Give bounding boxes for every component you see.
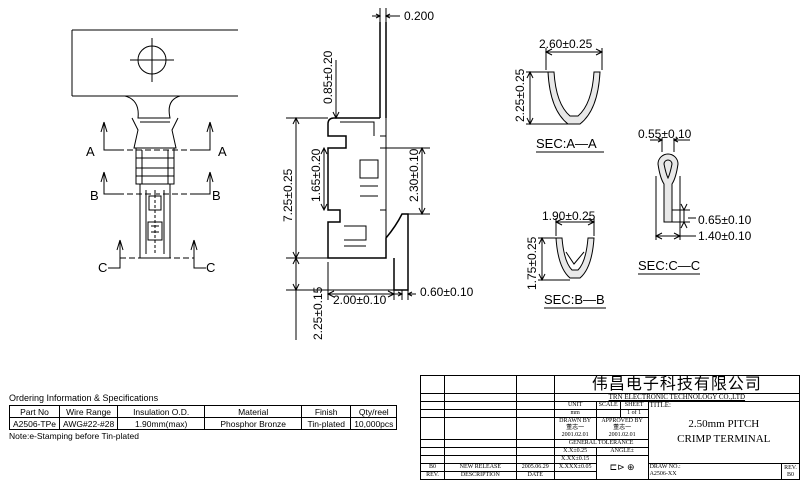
company-name-en: TRN ELECTRONIC TECHNOLOGY CO.,LTD bbox=[553, 393, 800, 402]
dim-bottom-height: 2.25±0.15 bbox=[311, 286, 325, 340]
section-a-view: 2.60±0.25 2.25±0.25 SEC:A—A bbox=[513, 37, 604, 153]
cell-finish: Tin-plated bbox=[301, 417, 352, 430]
dim-side-width: 0.60±0.10 bbox=[420, 285, 474, 299]
projection-symbol: ⊏⊳ ⊕ bbox=[595, 455, 649, 480]
col-qty: Qty/reel bbox=[350, 405, 398, 418]
col-part-no: Part No bbox=[9, 405, 60, 418]
table-row: A2506-TPe AWG#22-#28 1.90mm(max) Phospho… bbox=[9, 417, 398, 430]
rev-date: 2005.06.29 bbox=[515, 463, 555, 472]
drawn-by-cell: DRAWN BY 董志一 2001.02.01 bbox=[553, 417, 597, 440]
unit-value: mm bbox=[553, 409, 597, 418]
sec-a-height: 2.25±0.25 bbox=[513, 68, 527, 122]
rev-label-2: REV. bbox=[784, 464, 797, 471]
drawn-by-label: DRAWN BY bbox=[559, 418, 592, 424]
title-line-2: CRIMP TERMINAL bbox=[677, 433, 771, 445]
cell-part-no: A2506-TPe bbox=[9, 417, 60, 430]
sheet-value: 1 of 1 bbox=[619, 409, 649, 418]
draw-no-cell: DRAW NO.: A2506-XX bbox=[647, 463, 782, 480]
dim-top-thickness: 0.200 bbox=[404, 9, 434, 23]
cell-wire-range: AWG#22-#28 bbox=[58, 417, 119, 430]
cell-qty: 10,000pcs bbox=[350, 417, 398, 430]
side-view: 0.200 7.25±0.25 2.25±0.15 0.85±0.20 1.65… bbox=[281, 8, 474, 340]
sec-c-dim2: 1.40±0.10 bbox=[698, 229, 752, 243]
col-material: Material bbox=[204, 405, 303, 418]
section-mark-a-right: A bbox=[218, 144, 227, 159]
col-finish: Finish bbox=[301, 405, 352, 418]
col-wire-range: Wire Range bbox=[58, 405, 119, 418]
desc-header: DESCRIPTION bbox=[443, 471, 517, 480]
section-b-view: 1.90±0.25 1.75±0.25 SEC:B—B bbox=[525, 209, 606, 309]
title-label: TITLE: bbox=[649, 401, 671, 409]
tol-1: X.X±0.25 bbox=[553, 447, 597, 456]
ordering-info: Ordering Information & Specifications Pa… bbox=[9, 393, 409, 441]
sec-a-width: 2.60±0.25 bbox=[539, 37, 593, 51]
rev-value-2: B0 bbox=[786, 471, 794, 478]
sec-c-dim1: 0.65±0.10 bbox=[698, 213, 752, 227]
ordering-table: Part No Wire Range Insulation O.D. Mater… bbox=[9, 405, 398, 430]
ordering-note: Note:e-Stamping before Tin-plated bbox=[9, 431, 139, 441]
title-line-1: 2.50mm PITCH bbox=[688, 418, 760, 430]
draw-no-label: DRAW NO.: bbox=[649, 464, 681, 470]
ordering-title: Ordering Information & Specifications bbox=[9, 393, 159, 403]
company-name-cn: 伟昌电子科技有限公司 bbox=[553, 375, 800, 394]
dim-overall-height: 7.25±0.25 bbox=[281, 168, 295, 222]
section-mark-b-right: B bbox=[212, 188, 221, 203]
sec-c-width: 0.55±0.10 bbox=[638, 127, 692, 141]
approved-by-cell: APPROVED BY 董志一 2001.02.01 bbox=[595, 417, 649, 440]
col-insulation: Insulation O.D. bbox=[117, 405, 206, 418]
sec-b-label: SEC:B—B bbox=[544, 292, 605, 307]
sheet-label: SHEET bbox=[619, 401, 649, 410]
section-mark-c-right: C bbox=[206, 260, 215, 275]
sec-c-label: SEC:C—C bbox=[638, 258, 700, 273]
date-header: DATE bbox=[515, 471, 555, 480]
tol-3: X.XXX±0.05 bbox=[553, 463, 597, 472]
title-area: TITLE: 2.50mm PITCH CRIMP TERMINAL bbox=[647, 401, 800, 464]
sec-a-label: SEC:A—A bbox=[536, 136, 597, 151]
tol-2: X.XX±0.15 bbox=[553, 455, 597, 464]
dim-tab-height: 0.85±0.20 bbox=[321, 50, 335, 104]
rev-header: REV. bbox=[420, 471, 445, 480]
rev-code: B0 bbox=[420, 463, 445, 472]
rev-desc: NEW RELEASE bbox=[443, 463, 517, 472]
cell-material: Phosphor Bronze bbox=[204, 417, 303, 430]
sec-b-width: 1.90±0.25 bbox=[542, 209, 596, 223]
draw-no: A2506-XX bbox=[649, 471, 677, 477]
section-mark-b-left: B bbox=[90, 188, 99, 203]
angle-label: ANGLE± bbox=[595, 447, 649, 456]
tolerance-label: GENERAL TOLERANCE bbox=[553, 439, 649, 448]
approved-by-name: 董志一 bbox=[613, 425, 632, 431]
section-mark-a-left: A bbox=[86, 144, 95, 159]
rev-cell: REV. B0 bbox=[780, 463, 800, 480]
section-c-view: 0.55±0.10 0.65±0.10 1.40±0.10 SEC:C—C bbox=[638, 127, 752, 275]
section-mark-c-left: C bbox=[98, 260, 107, 275]
drawn-by-name: 董志一 bbox=[566, 425, 585, 431]
approved-by-date: 2001.02.01 bbox=[608, 432, 636, 438]
scale-label: SCALE bbox=[595, 401, 621, 410]
dim-mid-height: 1.65±0.20 bbox=[309, 148, 323, 202]
cell-insulation: 1.90mm(max) bbox=[117, 417, 206, 430]
front-view: A A B B C C bbox=[71, 29, 238, 275]
approved-by-label: APPROVED BY bbox=[601, 418, 643, 424]
sec-b-height: 1.75±0.25 bbox=[525, 236, 539, 290]
drawn-by-date: 2001.02.01 bbox=[561, 432, 589, 438]
title-block: 伟昌电子科技有限公司 TRN ELECTRONIC TECHNOLOGY CO.… bbox=[420, 375, 800, 480]
unit-label: UNIT bbox=[553, 401, 597, 410]
dim-base-width: 2.00±0.10 bbox=[333, 293, 387, 307]
dim-right-height: 2.30±0.10 bbox=[407, 148, 421, 202]
table-header-row: Part No Wire Range Insulation O.D. Mater… bbox=[9, 405, 398, 418]
